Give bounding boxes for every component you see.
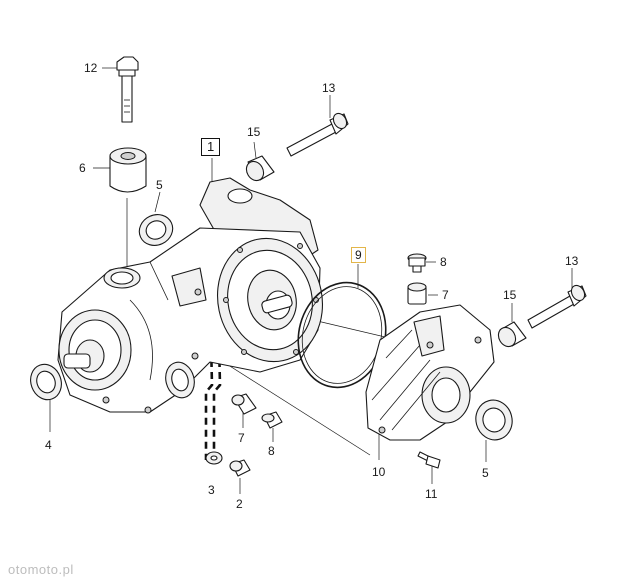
housing-1 xyxy=(57,177,324,414)
callout-15-right[interactable]: 15 xyxy=(503,288,517,302)
bolt-11 xyxy=(417,451,441,469)
callout-12[interactable]: 12 xyxy=(84,61,98,75)
callout-7-right[interactable]: 7 xyxy=(442,288,449,302)
callout-6[interactable]: 6 xyxy=(79,161,86,175)
watermark-text: otomoto.pl xyxy=(8,562,74,577)
callout-10[interactable]: 10 xyxy=(372,465,386,479)
seal-5-right xyxy=(475,399,513,441)
callout-5-upper[interactable]: 5 xyxy=(156,178,163,192)
plug-8-right xyxy=(407,253,427,273)
callout-4[interactable]: 4 xyxy=(45,438,52,452)
callout-11[interactable]: 11 xyxy=(425,487,438,501)
bolt-2 xyxy=(229,459,251,477)
plug-7-lower xyxy=(231,393,257,415)
bushing-6 xyxy=(109,147,147,193)
cover-10 xyxy=(365,304,495,441)
callout-2[interactable]: 2 xyxy=(236,497,243,511)
bushing-15-upper xyxy=(245,155,275,182)
callout-3[interactable]: 3 xyxy=(208,483,215,497)
seal-4 xyxy=(30,363,62,401)
callout-7-lower[interactable]: 7 xyxy=(238,431,245,445)
callout-8-right[interactable]: 8 xyxy=(440,255,447,269)
leader-lines xyxy=(49,67,573,494)
callout-1[interactable]: 1 xyxy=(201,138,221,156)
callout-5-right[interactable]: 5 xyxy=(482,466,489,480)
callout-13-upper[interactable]: 13 xyxy=(322,81,336,95)
bolt-13-upper xyxy=(286,112,349,157)
bolt-13-right xyxy=(527,284,587,329)
callout-8-lower[interactable]: 8 xyxy=(268,444,275,458)
plug-7-right xyxy=(407,282,427,305)
plug-8-lower xyxy=(261,411,283,429)
seal-5-upper xyxy=(138,214,174,246)
bushing-15-right xyxy=(497,321,527,348)
washer-3 xyxy=(205,451,223,465)
callout-15-upper[interactable]: 15 xyxy=(247,125,261,139)
callout-9[interactable]: 9 xyxy=(351,247,366,263)
bolt-12 xyxy=(116,56,139,123)
callout-13-right[interactable]: 13 xyxy=(565,254,579,268)
